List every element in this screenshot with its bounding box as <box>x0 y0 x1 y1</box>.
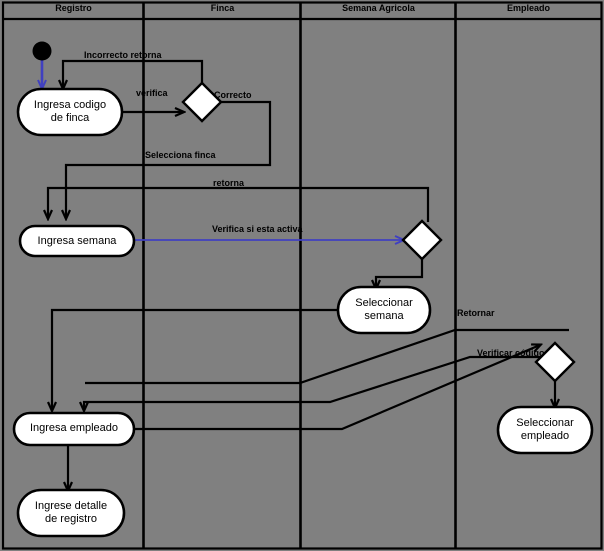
edge-label-verificar-codigo: Verificar código <box>477 348 545 358</box>
lane-title-semana-agricola: Semana Agricola <box>342 3 415 13</box>
lane-title-empleado: Empleado <box>506 3 550 13</box>
edge-retorna <box>48 186 430 222</box>
node-decision-verificar-codigo[interactable] <box>534 341 576 383</box>
edge-seleccionar-semana-to-ingresa-empleado <box>52 308 338 410</box>
edge-label-correcto: Correcto <box>214 90 252 100</box>
edge-label-incorrecto-retorna: Incorrecto retorna <box>84 50 162 60</box>
node-ingresa-semana[interactable] <box>18 224 136 258</box>
node-ingresa-empleado[interactable] <box>12 411 136 447</box>
edge-verifica-to-seleccionar-semana <box>376 259 424 288</box>
edge-incorrecto-retorna <box>63 59 204 88</box>
lane-title-finca: Finca <box>210 3 235 13</box>
edge-label-verifica: verifica <box>136 88 168 98</box>
node-ingresa-codigo-de-finca[interactable] <box>16 87 124 137</box>
node-decision-verifica-semana[interactable] <box>401 219 443 261</box>
node-decision-verifica-finca[interactable] <box>181 81 223 123</box>
edge-label-selecciona-finca: Selecciona finca <box>145 150 216 160</box>
edge-ingresa-empleado-to-verificar-codigo <box>134 345 540 431</box>
lane-title-registro: Registro <box>55 3 92 13</box>
node-seleccionar-empleado[interactable] <box>496 405 594 455</box>
edge-retornar-branch <box>85 328 569 385</box>
edge-label-retorna: retorna <box>213 178 245 188</box>
node-seleccionar-semana[interactable] <box>336 285 432 335</box>
edge-layer <box>42 59 570 490</box>
node-layer <box>12 41 594 538</box>
edge-retornar <box>84 355 570 410</box>
edge-label-retornar: Retornar <box>457 308 495 318</box>
node-ingrese-detalle-de-registro[interactable] <box>16 488 126 538</box>
node-initial-start[interactable] <box>32 41 52 61</box>
edge-selecciona-finca <box>66 100 272 218</box>
edge-label-verifica-si-esta-activa: Verifica si esta activa <box>212 224 303 234</box>
